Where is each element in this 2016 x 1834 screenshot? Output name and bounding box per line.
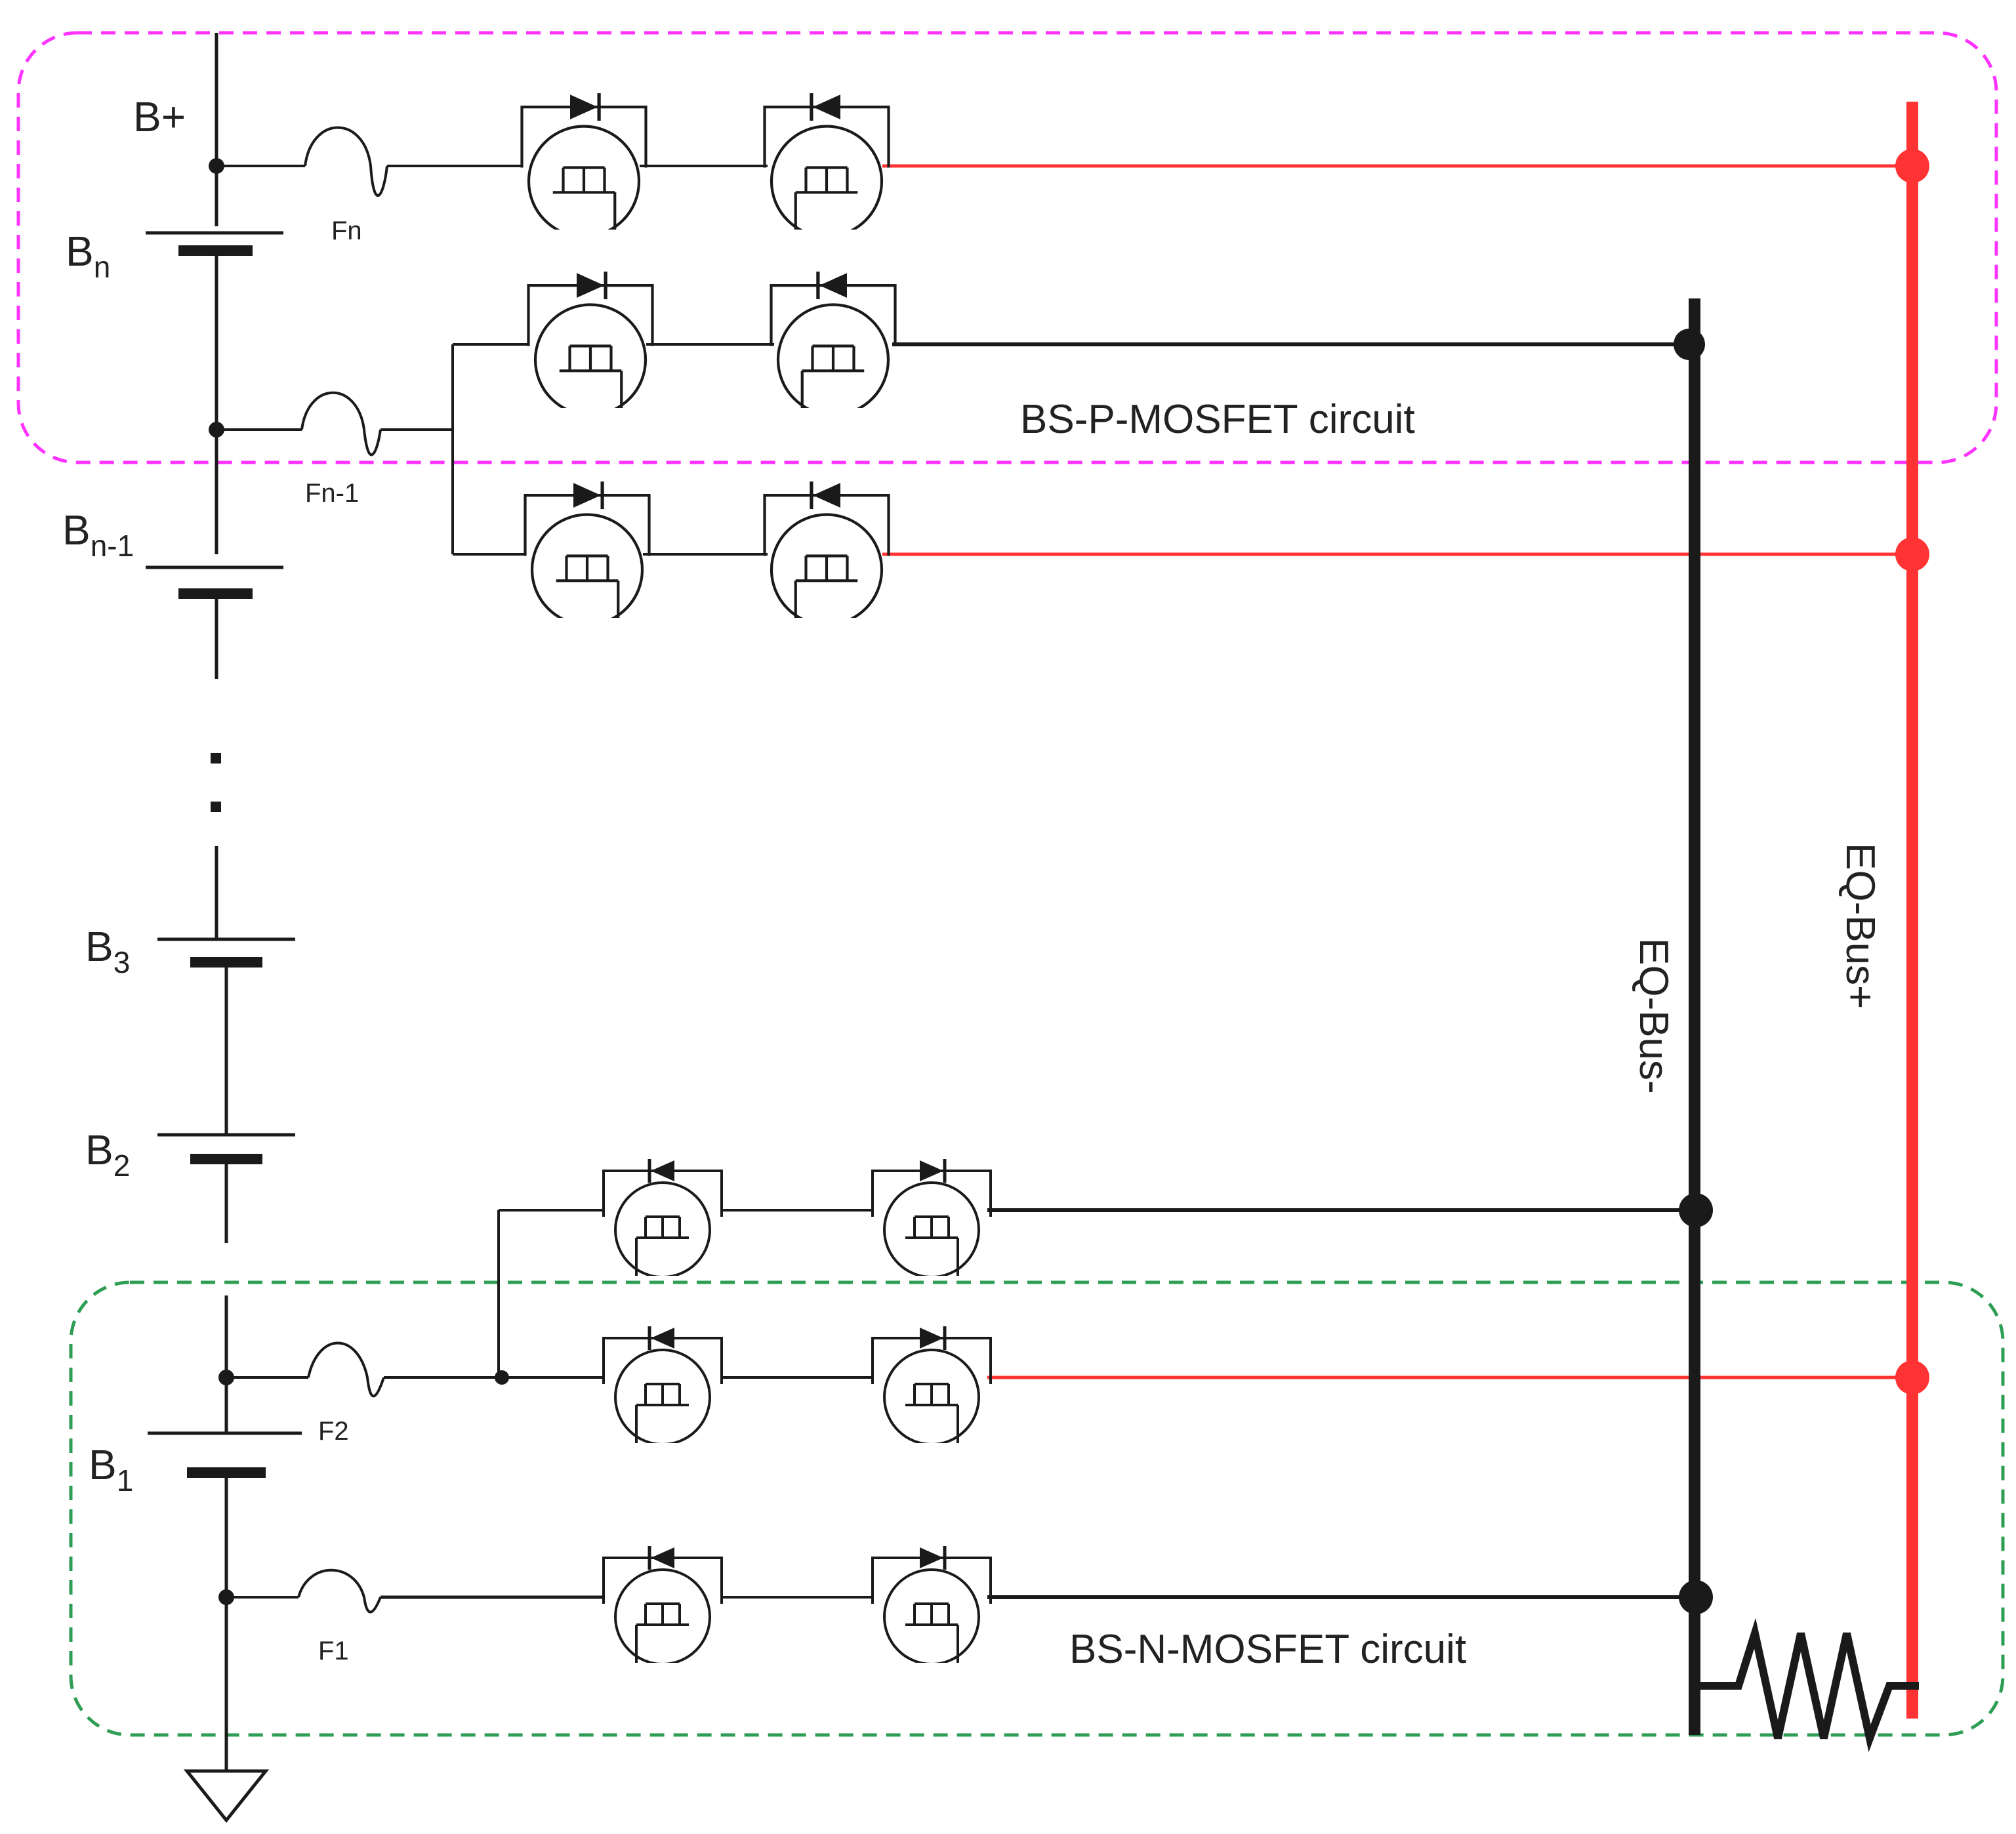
fuse-label-fn-1: Fn-1 <box>305 479 359 508</box>
battery-cell-icon <box>157 1133 295 1164</box>
mosfet-icon <box>765 93 889 236</box>
mosfet-icon <box>765 481 889 624</box>
battery-stack-wire <box>215 33 228 1771</box>
ellipsis-dot <box>211 802 221 812</box>
mosfet-icon <box>604 1546 722 1664</box>
mosfet-icon <box>873 1546 991 1664</box>
battery-cell-icon <box>146 231 283 256</box>
p-mosfet-region-border <box>16 31 1998 464</box>
battery-label-bn-1: Bn-1 <box>62 506 134 563</box>
mosfet-icon <box>529 272 653 415</box>
mosfet-icon <box>604 1326 722 1444</box>
battery-cell-icon <box>146 565 283 599</box>
fuse-label-f1: F1 <box>318 1637 349 1665</box>
battery-cell-icon <box>148 1431 302 1478</box>
mosfet-icon <box>525 481 649 624</box>
battery-cell-icon <box>157 937 295 968</box>
mosfet-icon <box>522 93 646 236</box>
n-mosfet-region-label: BS-N-MOSFET circuit <box>1069 1627 1466 1672</box>
battery-label-bn: Bn <box>66 228 110 284</box>
eq-bus-positive-label: EQ-Bus+ <box>1838 843 1883 1009</box>
mosfet-icon <box>771 272 895 415</box>
eq-bus-negative-label: EQ-Bus- <box>1631 938 1676 1094</box>
circuit-wires <box>216 126 1696 1614</box>
positive-bus-wires <box>882 164 1912 1379</box>
fuse-label-fn: Fn <box>331 216 362 245</box>
battery-label-b1: B1 <box>89 1441 133 1498</box>
mosfet-icon <box>873 1159 991 1277</box>
n-mosfet-region-border <box>69 1280 2005 1737</box>
ground-icon <box>183 1769 270 1824</box>
b-plus-label: B+ <box>133 93 186 140</box>
junction-dots <box>209 149 1929 1614</box>
battery-label-b3: B3 <box>85 923 130 979</box>
mosfet-icon <box>873 1326 991 1444</box>
fuse-label-f2: F2 <box>318 1417 349 1446</box>
ellipsis-dot <box>211 753 221 764</box>
mosfet-icon <box>604 1159 722 1277</box>
p-mosfet-region-label: BS-P-MOSFET circuit <box>1020 397 1415 442</box>
battery-label-b2: B2 <box>85 1126 130 1183</box>
resistor-icon <box>1699 1618 1919 1753</box>
